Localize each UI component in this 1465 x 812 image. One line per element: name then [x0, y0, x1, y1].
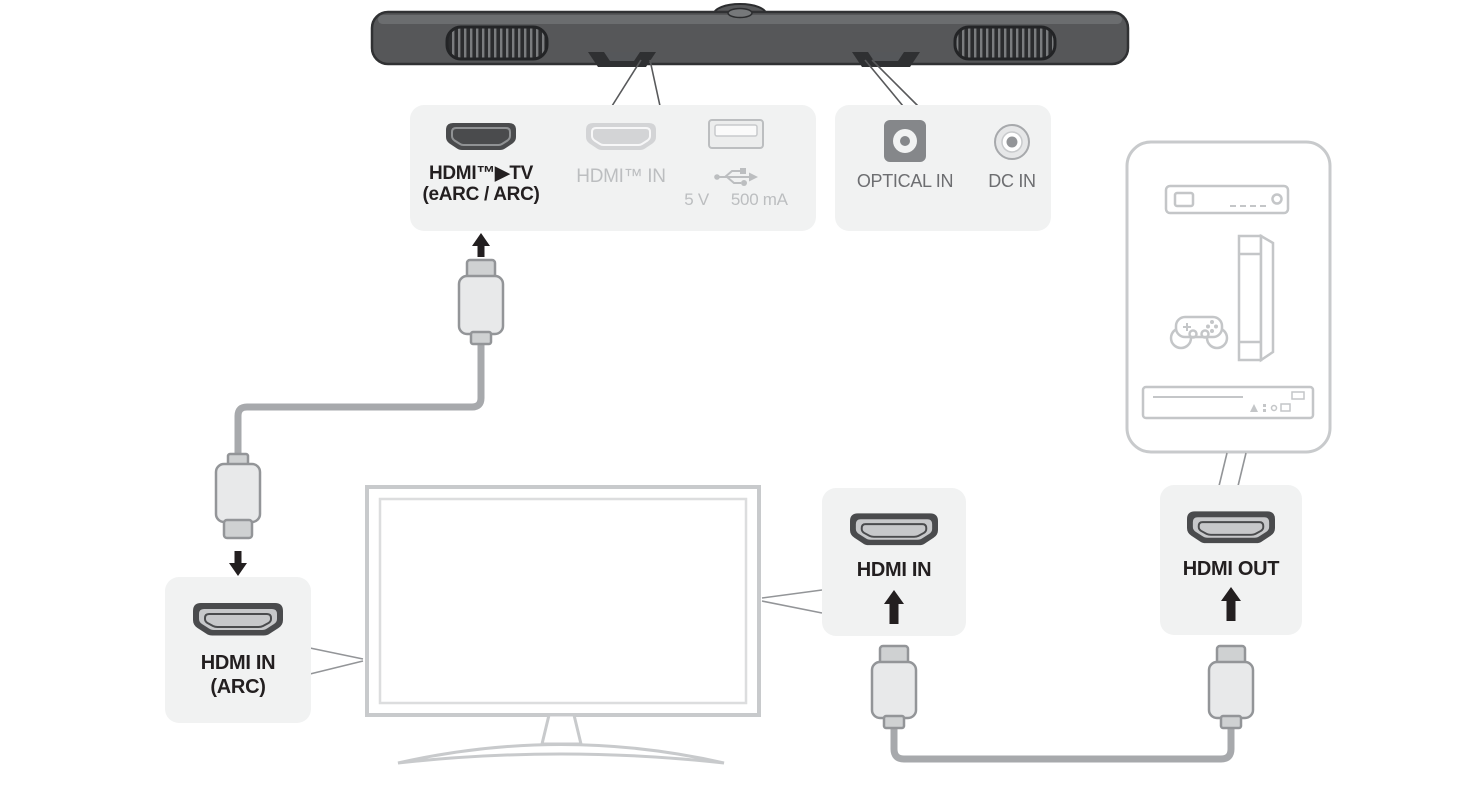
devices-callout-lines: [1218, 452, 1247, 487]
hdmi-cable-connector-up-device: [1207, 644, 1255, 730]
speaker-grille-right: [953, 25, 1057, 61]
hdmi-tv-port-icon: [446, 123, 516, 150]
hdmi-out-label: HDMI OUT: [1182, 558, 1280, 580]
dc-in-port-icon: [994, 124, 1030, 160]
soundbar-ports-panel: HDMI™▶TV (eARC / ARC) HDMI™ IN: [410, 105, 816, 231]
hdmi-arc-port-icon: [193, 603, 283, 636]
soundbar-foot-left: [588, 52, 656, 67]
tv-stand-base: [397, 743, 725, 765]
usb-icon: [714, 168, 758, 186]
external-devices-box: [1125, 140, 1332, 487]
cable-line: [890, 722, 1235, 763]
arrow-up-icon: [472, 233, 490, 257]
tv-arc-panel-label: HDMI IN (ARC): [165, 651, 311, 699]
hdmi-tv-port-label: HDMI™▶TV (eARC / ARC): [410, 163, 552, 205]
arrow-up-icon: [884, 590, 904, 624]
tv-hdmi-in-panel: HDMI IN: [822, 488, 966, 636]
game-console-icon: [1169, 233, 1275, 363]
hdmi-tv-port-label-line1: HDMI™▶TV: [428, 163, 534, 184]
hdmi-in-port-icon: [586, 123, 656, 150]
soundbar-illustration: [370, 3, 1130, 67]
optical-port-icon: [884, 120, 926, 162]
dc-symbol-icon: [712, 197, 728, 205]
device-hdmi-out-panel: HDMI OUT: [1160, 485, 1302, 635]
panel-callout-lines: [309, 589, 823, 675]
hdmi-cable-soundbar-to-tv: [214, 233, 505, 576]
hdmi-cable-device-to-tv: [870, 644, 1255, 763]
tv-stand-neck: [540, 713, 583, 746]
set-top-box-icon: [1164, 184, 1290, 215]
tv-hdmi-in-port-icon: [850, 513, 938, 546]
tv-arc-panel: HDMI IN (ARC): [165, 577, 311, 723]
tv-hdmi-in-label: HDMI IN: [856, 559, 932, 581]
power-ports-panel: OPTICAL IN DC IN: [835, 105, 1051, 231]
cable-line: [234, 338, 485, 460]
hdmi-out-port-icon: [1187, 511, 1275, 544]
arrow-up-icon: [1221, 587, 1241, 621]
speaker-grille-left: [445, 25, 549, 61]
optical-in-label: OPTICAL IN: [856, 171, 954, 191]
dc-in-label: DC IN: [988, 171, 1036, 191]
tv-illustration: [365, 485, 761, 765]
usb-spec-current: 500 mA: [730, 190, 788, 209]
soundbar-callout-lines: [611, 59, 919, 107]
arrow-down-icon: [229, 551, 247, 576]
soundbar-foot-right: [852, 52, 920, 67]
tv-arc-label-line1: HDMI IN: [200, 652, 276, 674]
hdmi-cable-connector-up: [457, 258, 505, 346]
hdmi-cable-connector-up-tv: [870, 644, 918, 730]
hdmi-tv-port-label-line2: (eARC / ARC): [422, 184, 540, 205]
disc-player-icon: [1141, 385, 1315, 420]
hdmi-in-port-label: HDMI™ IN: [576, 166, 666, 187]
hdmi-cable-connector-down: [214, 452, 262, 540]
usb-port-icon: [708, 119, 764, 149]
usb-spec-label: 5 V 500 mA: [671, 189, 801, 210]
usb-spec-voltage: 5 V: [684, 190, 709, 209]
tv-arc-label-line2: (ARC): [210, 676, 266, 698]
